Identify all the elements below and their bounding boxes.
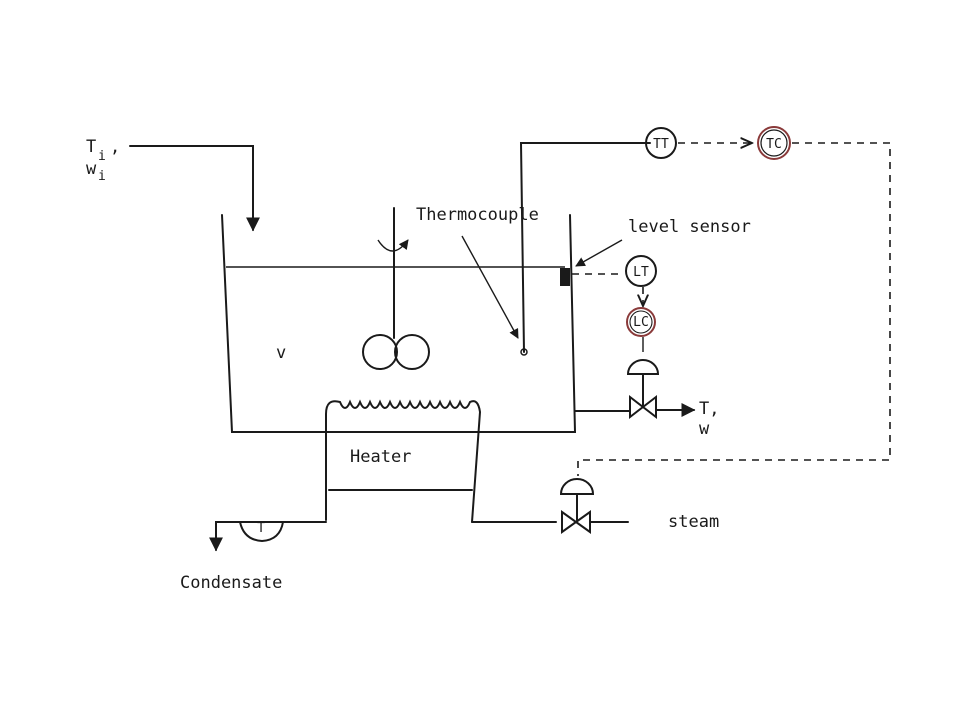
outlet-control-valve	[626, 359, 660, 420]
tc-to-steam-valve-signal	[577, 142, 891, 476]
level-sensor-element	[560, 268, 570, 286]
tank	[221, 214, 577, 433]
tt-instrument: TT	[645, 127, 677, 159]
heater-coil	[325, 399, 482, 523]
inlet-stream	[129, 145, 260, 232]
agitator	[362, 207, 430, 370]
svg-text:TT: TT	[653, 137, 669, 152]
svg-text:TC: TC	[766, 137, 782, 152]
level-sensor-label: level sensor	[628, 217, 751, 237]
lt-instrument: LT	[625, 255, 657, 287]
steam-trap: T	[209, 521, 327, 552]
lc-controller: LC	[626, 307, 656, 337]
inlet-w-subscript: i	[98, 169, 106, 184]
level-sensor-pointer	[575, 239, 623, 267]
svg-text:T: T	[257, 521, 265, 536]
inlet-comma: ,	[110, 137, 120, 157]
condensate-label: Condensate	[180, 573, 282, 593]
svg-text:LT: LT	[633, 265, 649, 280]
inlet-t-label: T	[86, 137, 96, 157]
svg-text:LC: LC	[633, 315, 649, 330]
volume-label: v	[276, 343, 286, 363]
outlet-w-label: w	[699, 419, 710, 439]
inlet-w-label: w	[86, 159, 97, 179]
steam-label: steam	[668, 512, 719, 532]
heater-label: Heater	[350, 447, 411, 467]
inlet-t-subscript: i	[98, 149, 106, 164]
steam-control-valve	[559, 478, 595, 534]
thermocouple-label: Thermocouple	[416, 205, 539, 225]
tc-controller: TC	[757, 126, 791, 160]
thermocouple-probe	[461, 142, 651, 356]
outlet-t-label: T,	[699, 399, 719, 419]
